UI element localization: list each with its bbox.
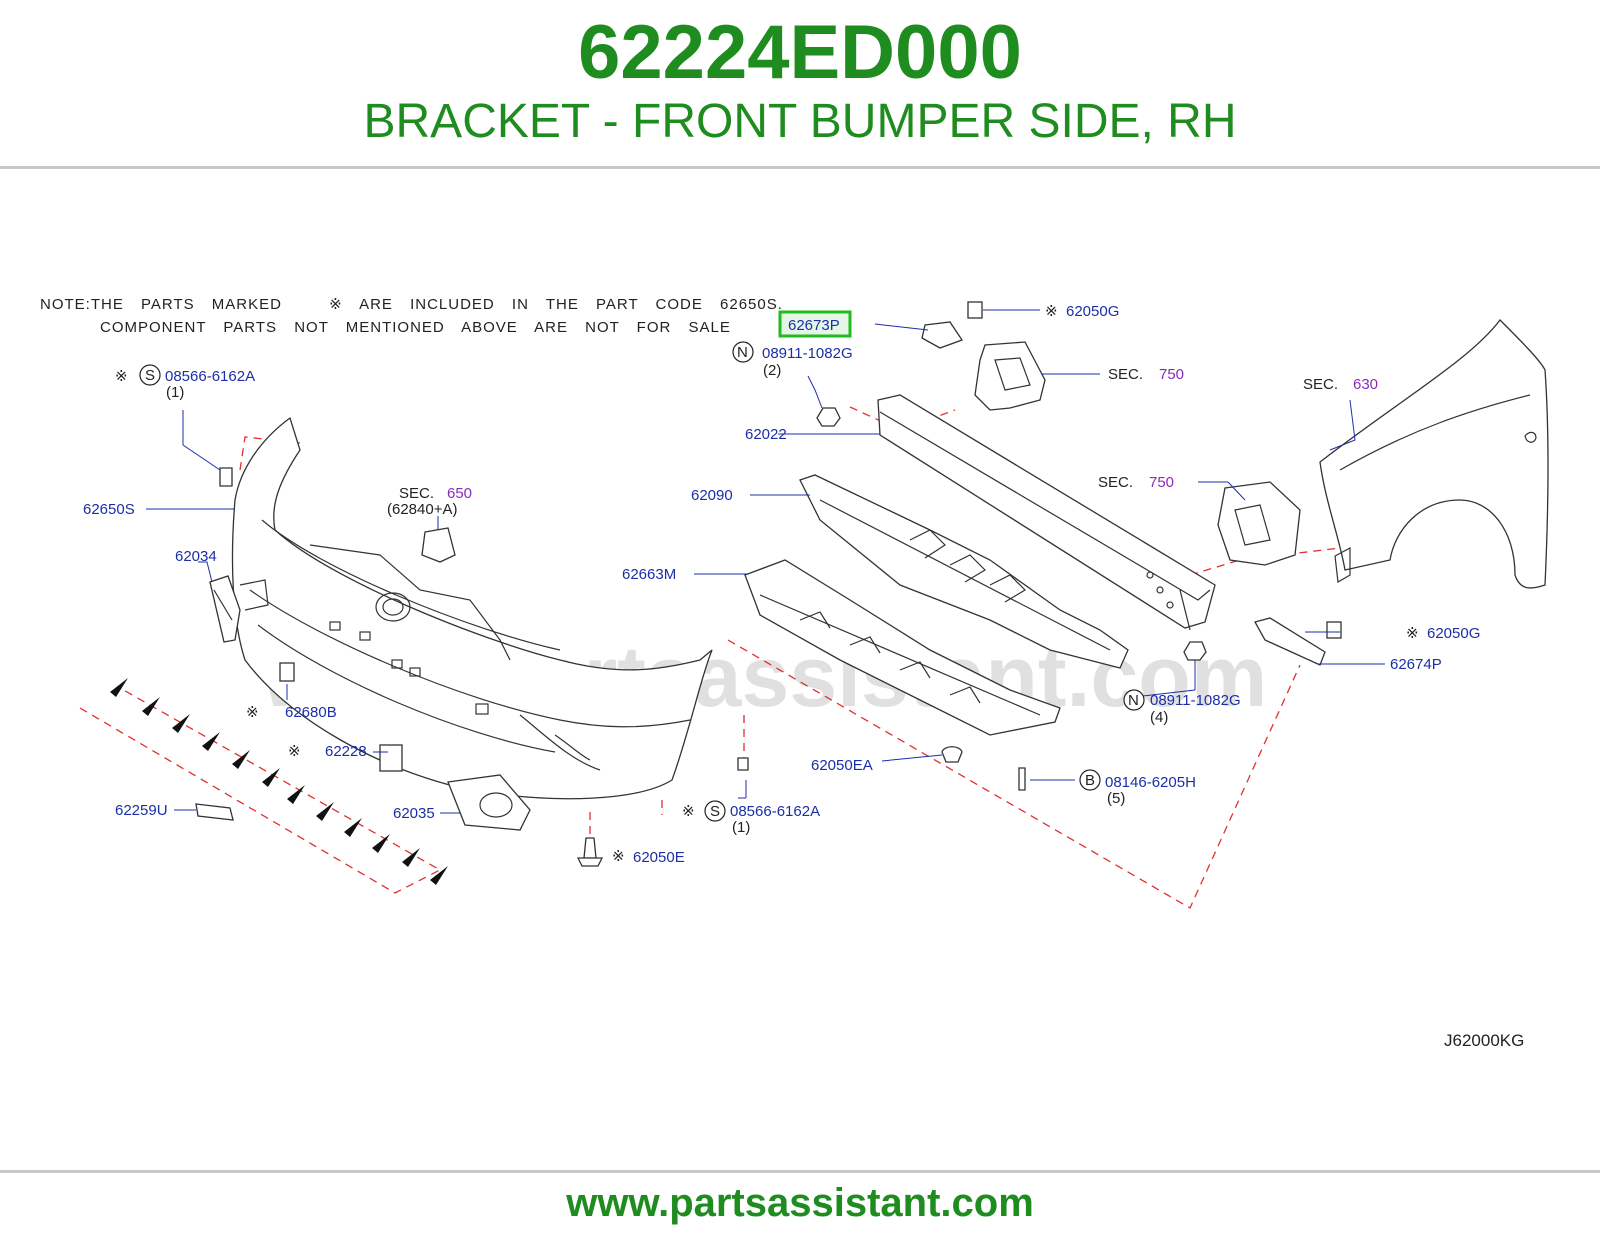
- mark-icon: ※: [1045, 303, 1058, 320]
- lower-deflector: [744, 559, 1061, 736]
- circled-symbols: [139, 341, 1145, 822]
- label-62674P: 62674P: [1390, 656, 1442, 673]
- sec630-num: 630: [1353, 376, 1378, 393]
- label-62228: 62228: [325, 743, 367, 760]
- sec650-sub: (62840+A): [387, 501, 457, 518]
- s-symbol-top: S: [145, 367, 155, 384]
- bumper-reinforcement-beam: [877, 394, 1216, 631]
- small-clips: [195, 301, 1342, 867]
- label-62090: 62090: [691, 487, 733, 504]
- label-62680B: 62680B: [285, 704, 337, 721]
- highlight-62673P: [778, 310, 852, 338]
- qty-2: (2): [763, 362, 781, 379]
- sec750-mid-word: SEC.: [1098, 474, 1133, 491]
- n-symbol-bottom: N: [1128, 692, 1139, 709]
- note-line-1-post: ARE INCLUDED IN THE PART CODE 62650S.: [359, 296, 783, 313]
- label-62663M: 62663M: [622, 566, 676, 583]
- footer-url[interactable]: www.partsassistant.com: [566, 1181, 1034, 1225]
- bracket-62673P: [921, 321, 963, 349]
- diagram-code: J62000KG: [1444, 1031, 1524, 1050]
- header-divider: [0, 166, 1600, 169]
- part-code-title: 62224ED000: [578, 10, 1022, 95]
- mark-icon: ※: [288, 743, 301, 760]
- label-08566-top: 08566-6162A: [165, 368, 255, 385]
- sec750-mid-num: 750: [1149, 474, 1174, 491]
- sec630-word: SEC.: [1303, 376, 1338, 393]
- energy-absorber: [799, 474, 1129, 669]
- note-line-2: COMPONENT PARTS NOT MENTIONED ABOVE ARE …: [100, 319, 731, 336]
- label-08911-bottom: 08911-1082G: [1150, 692, 1241, 709]
- sec750-top-num: 750: [1159, 366, 1184, 383]
- mark-icon: ※: [329, 296, 343, 313]
- upper-side-bracket: [974, 341, 1046, 411]
- mark-icon: ※: [246, 704, 259, 721]
- qty-5: (5): [1107, 790, 1125, 807]
- label-62022: 62022: [745, 426, 787, 443]
- leader-lines: [146, 309, 1385, 814]
- fog-lamp-bezel-right: [447, 774, 531, 831]
- qty-1-top: (1): [166, 384, 184, 401]
- grille-clip: [421, 527, 456, 563]
- label-08911-top: 08911-1082G: [762, 345, 853, 362]
- label-62050G-right: 62050G: [1427, 625, 1480, 642]
- label-62050G-top: 62050G: [1066, 303, 1119, 320]
- note-line-1-pre: NOTE:THE PARTS MARKED: [40, 296, 282, 313]
- label-62050E: 62050E: [633, 849, 685, 866]
- label-62650S: 62650S: [83, 501, 135, 518]
- label-62034: 62034: [175, 548, 217, 565]
- note-line-1: NOTE:THE PARTS MARKED ※ ARE INCLUDED IN …: [40, 295, 783, 313]
- s-symbol-bottom: S: [710, 803, 720, 820]
- mark-icon: ※: [1406, 625, 1419, 642]
- mark-icon: ※: [612, 848, 625, 865]
- front-fender: [1319, 319, 1549, 589]
- label-62673P: 62673P: [788, 317, 840, 334]
- front-bumper-fascia: [231, 416, 713, 800]
- mark-icon: ※: [115, 368, 128, 385]
- sec750-top-word: SEC.: [1108, 366, 1143, 383]
- b-symbol: B: [1085, 772, 1095, 789]
- fastener-arrows: [110, 678, 448, 885]
- label-62050EA: 62050EA: [811, 757, 873, 774]
- lower-side-bracket: [1217, 481, 1301, 566]
- sec650-word: SEC.: [399, 485, 434, 502]
- sec650-num: 650: [447, 485, 472, 502]
- fog-lamp-bezel-left: [209, 575, 241, 643]
- bracket-62674P: [1254, 617, 1326, 666]
- n-symbol-top: N: [737, 344, 748, 361]
- qty-4: (4): [1150, 709, 1168, 726]
- qty-1-bottom: (1): [732, 819, 750, 836]
- footer-divider: [0, 1170, 1600, 1173]
- label-08566-bottom: 08566-6162A: [730, 803, 820, 820]
- mark-icon: ※: [682, 803, 695, 820]
- part-description-title: BRACKET - FRONT BUMPER SIDE, RH: [363, 95, 1237, 148]
- label-62259U: 62259U: [115, 802, 168, 819]
- label-08146: 08146-6205H: [1105, 774, 1196, 791]
- label-62035: 62035: [393, 805, 435, 822]
